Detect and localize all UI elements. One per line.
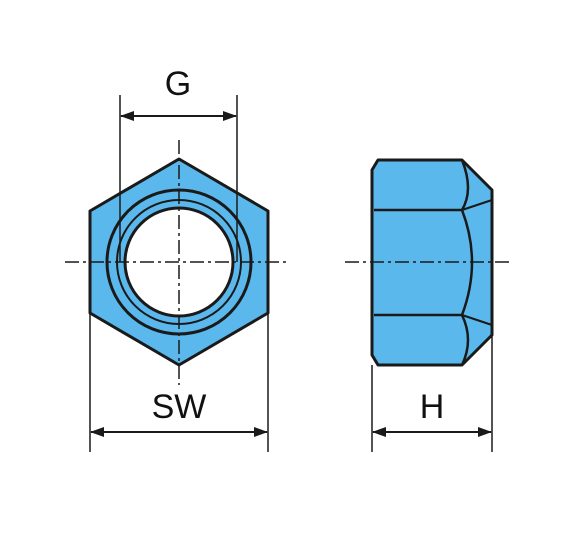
dimension-sw: SW — [89, 313, 269, 452]
side-chamfer-edge — [461, 199, 493, 211]
nut-side-view — [345, 158, 510, 367]
sw-label: SW — [152, 388, 207, 426]
nut-front-view — [65, 140, 290, 385]
dimension-g: G — [119, 65, 238, 262]
side-chamfer-edge-2 — [461, 314, 493, 326]
h-label: H — [420, 388, 445, 426]
g-label: G — [165, 65, 191, 103]
dimension-h: H — [371, 335, 493, 452]
